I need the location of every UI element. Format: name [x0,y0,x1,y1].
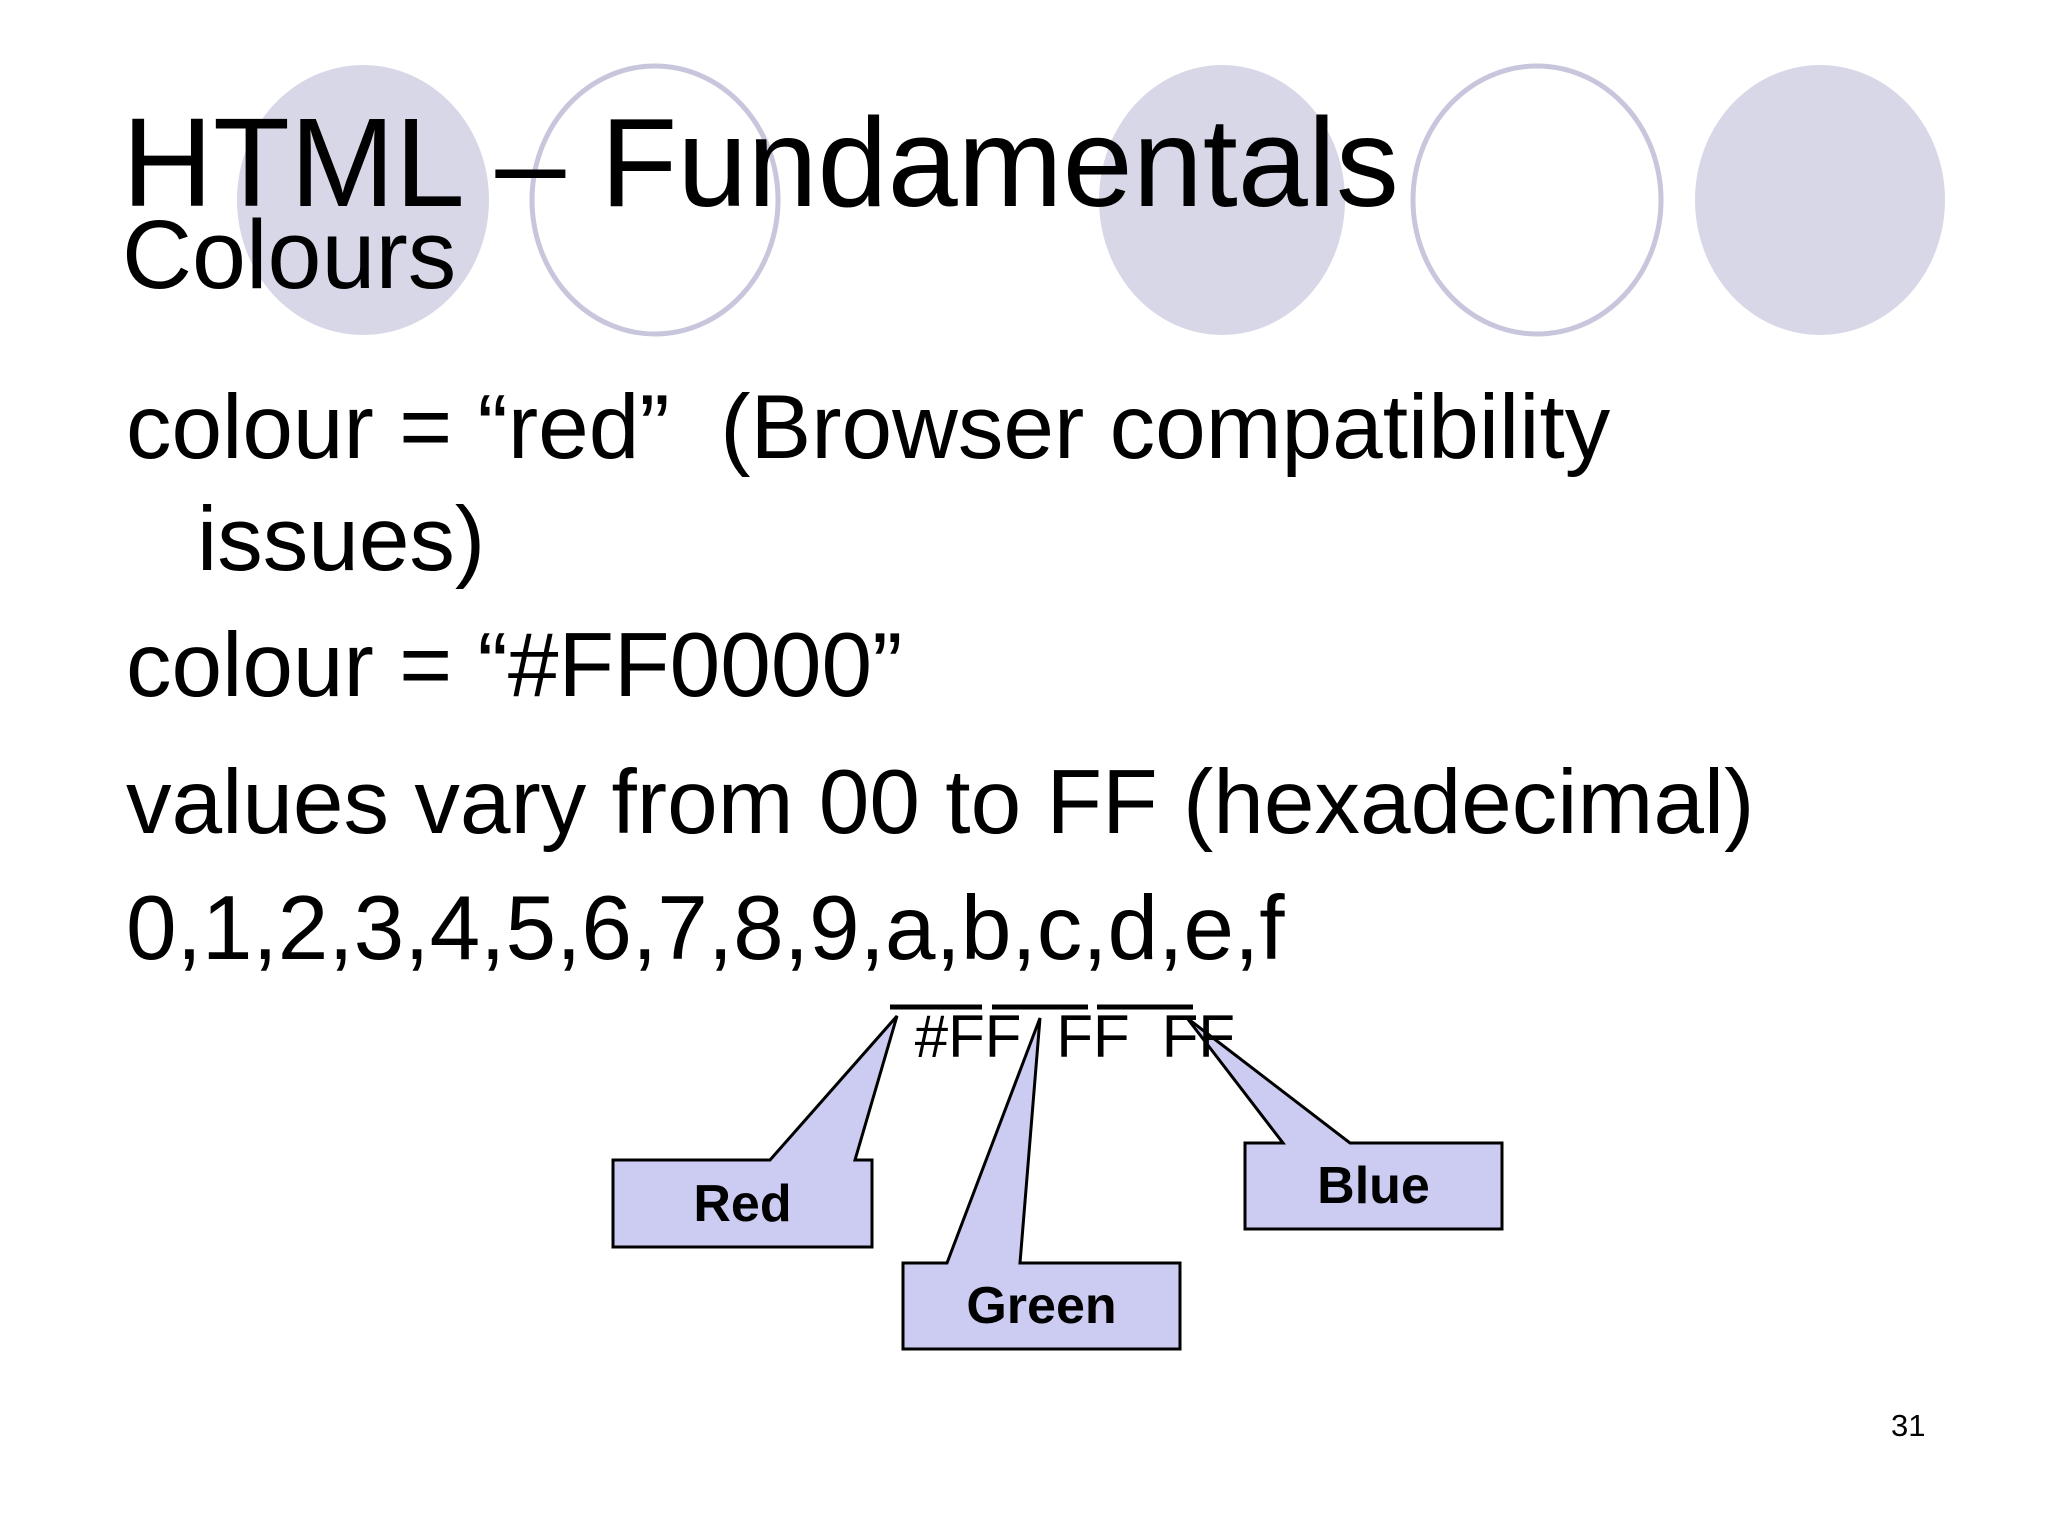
decorative-circle-filled-3 [1695,65,1945,335]
callout-label-green: Green [966,1277,1117,1335]
hex-pair-blue: FF [1161,1003,1235,1070]
hex-hash-symbol: # [914,1003,949,1070]
body-line-colour-red: colour = “red” (Browser compatibility [126,377,1611,478]
body-line-values-range: values vary from 00 to FF (hexadecimal) [126,752,1755,853]
hex-pair-red: FF [948,1003,1022,1070]
decorative-circle-filled-2 [1099,65,1345,335]
callout-red-shape [611,1015,899,1249]
body-line-colour-hex: colour = “#FF0000” [126,615,903,716]
callout-green-shape [901,1017,1182,1351]
callout-label-red: Red [693,1174,792,1233]
callout-blue-shape [1185,1016,1504,1231]
body-line-hex-digits: 0,1,2,3,4,5,6,7,8,9,a,b,c,d,e,f [126,878,1285,979]
decorative-circle-outline-2 [1410,63,1664,337]
page-number: 31 [1891,1408,1926,1443]
page-subtitle: Colours [122,200,457,309]
hex-pair-green: FF [1056,1003,1130,1070]
page-title: HTML – Fundamentals [122,92,1399,233]
callout-label-blue: Blue [1317,1157,1430,1215]
decorative-circle-filled-1 [237,65,489,335]
decorative-circle-outline-1 [529,63,781,337]
body-line-issues: issues) [197,489,486,590]
